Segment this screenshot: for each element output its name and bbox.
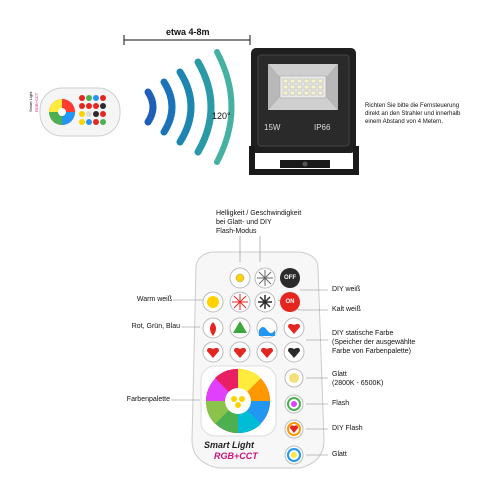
callout-brightness-3: Flash-Modus <box>216 228 257 235</box>
heart-icon <box>290 425 298 433</box>
remote-mode-label: RGB+CCT <box>214 451 258 461</box>
callout-brightness-2: bei Glatt- und DIY <box>216 219 272 226</box>
cold-white-hotspot[interactable] <box>230 292 250 312</box>
warm-white-hotspot[interactable] <box>203 292 223 312</box>
callout-rgb: Rot, Grün, Blau <box>131 323 180 330</box>
angle-label: 120° <box>212 111 231 121</box>
instruction-line-3: einem Abstand von 4 Metern. <box>365 119 444 125</box>
off-button <box>280 268 300 288</box>
signal-waves-icon <box>144 49 235 165</box>
wave-icon <box>259 327 275 336</box>
distance-label: etwa 4-8m <box>166 27 210 37</box>
brightness-down-button <box>229 267 251 289</box>
snowflake-icon <box>258 295 272 309</box>
light-ip-label: IP66 <box>314 123 331 132</box>
callout-smooth: Glatt <box>332 451 347 458</box>
callout-smooth-cct-2: (2800K - 6500K) <box>332 380 384 387</box>
callout-diy-static-3: Farbe von Farbenpalette) <box>332 348 411 355</box>
flash-ring-icon <box>287 397 301 411</box>
callout-cold-white: Kalt weiß <box>332 306 361 313</box>
heart-icon <box>261 347 273 358</box>
on-button <box>280 292 300 312</box>
callout-smooth-cct-1: Glatt <box>332 371 347 378</box>
light-power-label: 15W <box>264 123 281 132</box>
heart-icon <box>288 347 300 358</box>
heart-icon <box>207 347 219 358</box>
off-button-label[interactable]: OFF <box>284 275 296 281</box>
callout-palette: Farbenpalette <box>126 396 170 403</box>
callout-diy-white: DIY weiß <box>332 286 361 293</box>
sun-icon <box>232 294 248 310</box>
diy-white-hotspot[interactable] <box>255 292 275 312</box>
on-button-label[interactable]: ON <box>285 299 295 305</box>
remote-brand-label: Smart Light <box>204 440 255 450</box>
bulb-icon <box>289 373 299 383</box>
smooth-ring-icon <box>287 448 301 462</box>
instruction-line-1: Richten Sie bitte die Fernsteuerung <box>365 103 460 109</box>
palette-hotspot[interactable] <box>206 369 270 433</box>
callout-warm-white: Warm weiß <box>136 296 172 303</box>
tree-icon <box>233 321 247 333</box>
warm-white-bulb-icon <box>207 296 219 308</box>
callout-diy-static-2: (Speicher der ausgewählte <box>332 339 416 346</box>
callout-flash: Flash <box>332 400 350 407</box>
heart-icon <box>234 347 246 358</box>
brightness-down-hotspot[interactable] <box>230 268 250 288</box>
brightness-up-button <box>254 267 276 289</box>
small-remote <box>39 87 121 137</box>
heart-icon <box>288 323 300 334</box>
brightness-up-hotspot[interactable] <box>255 268 275 288</box>
callout-diy-flash: DIY Flash <box>332 425 363 432</box>
callout-brightness-1: Helligkeit / Geschwindigkeit <box>216 210 302 217</box>
led-array <box>282 78 324 96</box>
instruction-line-2: direkt an den Strahler und innerhalb <box>365 111 461 117</box>
color-palette-wheel <box>200 365 277 437</box>
flame-icon <box>210 322 216 336</box>
flood-light <box>249 48 359 175</box>
callout-diy-static-1: DIY statische Farbe <box>332 330 394 337</box>
